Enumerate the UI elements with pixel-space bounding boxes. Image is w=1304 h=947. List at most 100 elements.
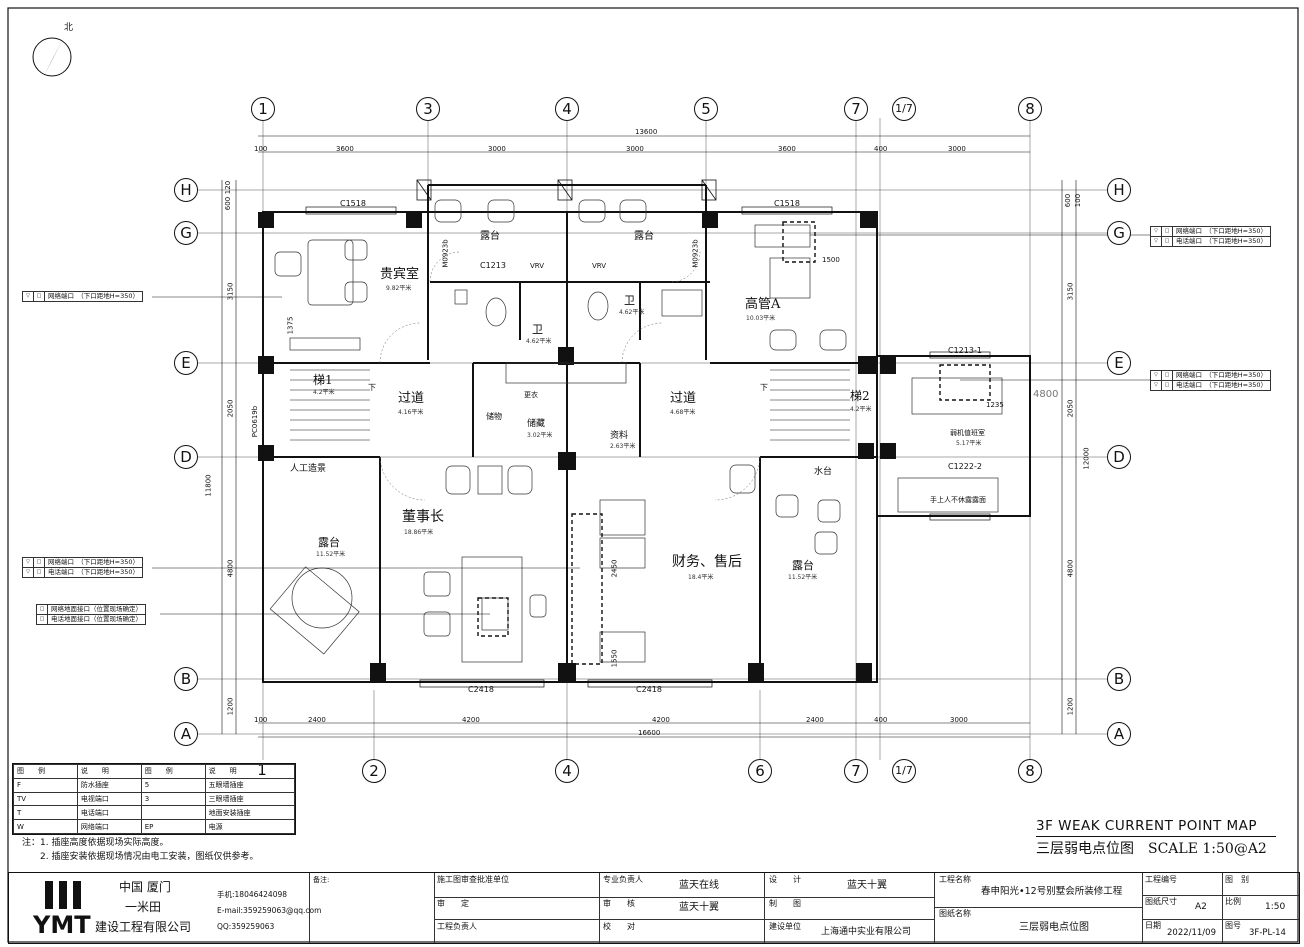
dim-left-total: 11800 — [204, 474, 213, 497]
title-underline — [1036, 836, 1276, 837]
room-area: 18.86平米 — [404, 529, 434, 536]
legend-symbol: F — [13, 777, 78, 793]
tb-divider — [434, 919, 599, 920]
tb-divider — [1142, 895, 1299, 896]
axis-bubble-bottom-6: 6 — [748, 759, 772, 783]
drawing-no-value: 3F-PL-14 — [1249, 928, 1286, 938]
axis-bubble-left-G: G — [174, 221, 198, 245]
callout-label: 网络地面接口（位置现场确定） — [51, 605, 142, 614]
room-name: 贵宾室 — [380, 267, 420, 282]
room-area: 5.17平米 — [956, 440, 982, 447]
dim-top-total: 13600 — [635, 128, 658, 136]
dim-left-seg: 3150 — [226, 282, 235, 301]
notes-cell — [309, 873, 435, 943]
company-logo-icon: YMT — [32, 881, 91, 935]
build-unit-name: 上海通中实业有限公司 — [821, 927, 912, 937]
dim-bottom-total: 16600 — [638, 729, 661, 737]
axis-bubble-left-B: B — [174, 667, 198, 691]
room-area: 4.68平米 — [670, 409, 696, 416]
room-area: 10.03平米 — [746, 315, 776, 322]
axis-bubble-right-H: H — [1107, 178, 1131, 202]
dim-left-seg: 120 — [224, 180, 233, 195]
room-area: 4.62平米 — [526, 338, 552, 345]
approval-cell — [434, 873, 600, 943]
port-box-icon: □ — [1162, 371, 1173, 380]
callout-label: 网络端口 （下口距地H=350） — [48, 292, 139, 301]
drawing-title-cn: 三层弱电点位图 SCALE 1:50@A2 — [1036, 841, 1267, 857]
axis-bubble-bottom-2: 2 — [362, 759, 386, 783]
dim-top-seg: 100 — [254, 145, 268, 153]
notes-label: 备注: — [313, 876, 330, 884]
dim-bottom-seg: 3000 — [950, 716, 968, 724]
room-area: 2.63平米 — [610, 443, 636, 450]
project-label: 工程名称 — [939, 875, 971, 884]
title-block: YMT 中国 厦门 一米田 建设工程有限公司 手机:18046424098 E-… — [8, 872, 1300, 944]
callout-floor-ports: □网络地面接口（位置现场确定） □电话地面接口（位置现场确定） — [36, 604, 146, 625]
dim-bottom-seg: 4200 — [462, 716, 480, 724]
callout-ports: ▽□网络端口 （下口距地H=350） ▽□电话端口 （下口距地H=350） — [22, 557, 143, 578]
door-label: PC0619b — [251, 405, 260, 438]
room-name: 更衣 — [524, 391, 538, 399]
room-name: 储物 — [486, 412, 502, 421]
check-name: 蓝天十翼 — [679, 902, 719, 913]
legend-symbol: T — [13, 805, 78, 821]
room-area: 11.52平米 — [316, 551, 346, 558]
axis-bubble-top-7: 7 — [844, 97, 868, 121]
dim-label: 1550 — [610, 649, 619, 668]
legend-header: 图 例 — [13, 764, 78, 779]
project-name: 春申阳光•12号别墅会所装修工程 — [981, 886, 1123, 897]
check-label: 审 核 — [603, 899, 635, 908]
legend-desc: 地面安装插座 — [204, 805, 296, 821]
drawing-name: 三层弱电点位图 — [1019, 922, 1089, 933]
room-name: 财务、售后 — [672, 554, 742, 570]
vrv-label: VRV — [592, 262, 607, 270]
callout-ports-right-1: ▽□网络端口 （下口距地H=350） ▽□电话端口 （下口距地H=350） — [1150, 226, 1271, 247]
room-area: 11.52平米 — [788, 574, 818, 581]
tb-divider — [764, 897, 934, 898]
axis-bubble-top-8: 8 — [1018, 97, 1042, 121]
project-cell — [934, 873, 1143, 943]
port-box-icon: □ — [1162, 227, 1173, 236]
dim-right-seg: 1200 — [1066, 697, 1075, 716]
axis-bubble-bottom-7: 7 — [844, 759, 868, 783]
legend-symbol: TV — [13, 791, 78, 807]
date-label: 日期 — [1145, 921, 1161, 930]
port-box-icon: □ — [34, 568, 45, 577]
window-label: C2418 — [468, 685, 494, 694]
room-name: 人工造景 — [290, 464, 327, 474]
door-label: M0923b — [691, 239, 700, 268]
room-name: 露台 — [318, 536, 340, 549]
size-label: 图纸尺寸 — [1145, 897, 1177, 906]
dim-left-seg: 600 — [224, 196, 233, 211]
callout-ports-right-2: ▽□网络端口 （下口距地H=350） ▽□电话端口 （下口距地H=350） — [1150, 370, 1271, 391]
design-label: 设 计 — [769, 875, 801, 884]
legend-desc: 电话端口 — [76, 805, 142, 821]
scale-value: 1:50 — [1265, 902, 1286, 912]
dim-bottom-seg: 100 — [254, 716, 268, 724]
drawing-no-label: 图号 — [1225, 921, 1241, 930]
room-name: 露台 — [480, 231, 500, 242]
room-name: 资料 — [610, 431, 629, 441]
dim-label: 1235 — [986, 401, 1004, 409]
dim-top-seg: 3600 — [778, 145, 796, 153]
build-unit-label: 建设单位 — [769, 922, 801, 931]
window-label: C1518 — [774, 199, 800, 208]
legend-desc: 网络端口 — [76, 819, 142, 834]
logo-text: YMT — [32, 911, 91, 935]
port-box-icon: □ — [1162, 381, 1173, 390]
scale-label: 比例 — [1225, 897, 1241, 906]
room-name: 过道 — [670, 391, 697, 406]
window-label: C2418 — [636, 685, 662, 694]
legend-desc: 电视端口 — [76, 791, 142, 807]
window-label: C1213-1 — [948, 346, 982, 355]
axis-bubble-bottom-4: 4 — [555, 759, 579, 783]
prof-lead-name: 蓝天在线 — [679, 880, 719, 891]
tb-divider — [934, 907, 1142, 908]
callout-label: 网络端口 （下口距地H=350） — [1176, 371, 1267, 380]
dim-right-total: 12000 — [1082, 447, 1091, 470]
axis-bubble-right-B: B — [1107, 667, 1131, 691]
axis-bubble-bottom-1-7: 1/7 — [892, 759, 916, 783]
room-name: 露台 — [792, 559, 814, 572]
legend-header: 图 例 — [140, 764, 206, 779]
